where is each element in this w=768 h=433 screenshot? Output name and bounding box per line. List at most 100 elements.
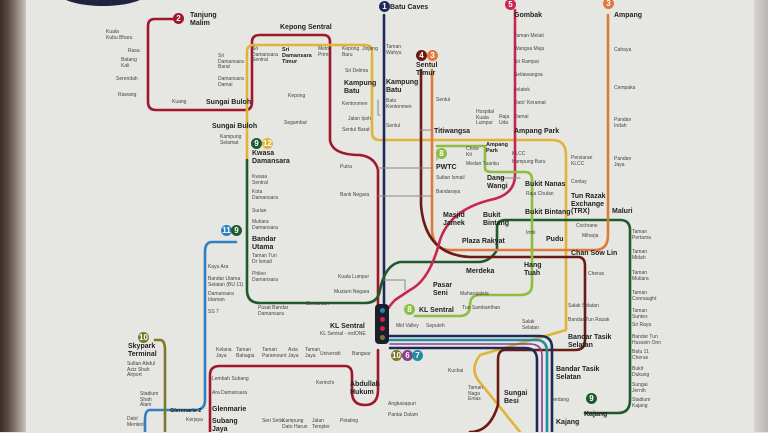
station-label: Tun Sambanthan <box>462 305 501 311</box>
station-label: Taman Suntex <box>632 308 648 320</box>
station-label: Setiawangsa <box>514 72 543 78</box>
station-label: Bukit Dukung <box>632 366 650 378</box>
station-label: KL Sentral <box>419 307 454 314</box>
station-label: Kuala Kubu Bharu <box>106 29 133 41</box>
station-label: Kerjaya <box>186 417 203 423</box>
station-label: Pusat Bandar Damansara <box>258 305 289 317</box>
station-label: Kepong Baru <box>342 46 360 58</box>
station-label: Subang Jaya <box>212 418 238 433</box>
station-label: Pudu <box>546 236 564 243</box>
station-label: Pandan Jaya <box>614 156 632 168</box>
station-label: Taman Mutiara <box>632 270 649 282</box>
station-label: Taman Wahyu <box>386 44 402 56</box>
station-label: Bukit Bintang <box>483 212 510 227</box>
line-10-path <box>153 338 167 432</box>
sign-frame-right <box>754 0 768 432</box>
station-label: Kampung Dato Harun <box>282 418 308 430</box>
line-badge-9: 9 <box>251 138 262 149</box>
station-label: Medan Tuanku <box>466 161 500 167</box>
station-label: Asia Jaya <box>288 347 299 359</box>
station-label: Titiwangsa <box>434 128 471 135</box>
station-label: Cahaya <box>614 47 632 53</box>
station-label: Lembah Subang <box>212 376 249 382</box>
station-label: Sultan Ismail <box>436 175 465 181</box>
station-label: Miharja <box>582 233 599 239</box>
station-label: Pasar Seni <box>433 282 453 297</box>
line-1-south-path <box>388 334 554 432</box>
station-label: Stadium Shah Alam <box>140 391 159 409</box>
station-label: SS 7 <box>208 309 219 315</box>
station-label: Putra <box>340 164 352 170</box>
station-label: Kerinchi <box>316 380 335 386</box>
station-label: Jinjang <box>362 46 378 52</box>
station-label: Taman Paramount <box>262 347 287 359</box>
station-label: Sri Damansara Barat <box>218 53 244 71</box>
station-label: Sentul <box>436 97 451 103</box>
station-label: Bukit Bintang <box>525 209 571 216</box>
station-label: Kayu Ara <box>208 264 229 270</box>
station-label: Kajang <box>584 411 608 418</box>
line-badge-10: 10 <box>391 350 402 361</box>
station-label: Taman Tun Dr Ismail <box>252 253 277 265</box>
line-badge-4: 4 <box>416 50 427 61</box>
station-label: Kajang <box>556 419 580 426</box>
station-label: Taman Bahagia <box>236 347 255 359</box>
station-label: Ampang <box>614 12 642 19</box>
sign-frame-left <box>0 0 26 432</box>
station-label: Chan Sow Lin <box>571 250 618 257</box>
station-label: Taman Connaught <box>632 290 657 302</box>
station-label: Sungai Besi <box>504 390 528 405</box>
station-label: Sri Damansara Timur <box>282 47 312 66</box>
line-badge-11: 11 <box>221 225 232 236</box>
station-label: Surian <box>252 208 267 214</box>
station-label: Dato' Keramat <box>514 100 546 106</box>
station-label: Kwasa Damansara <box>252 150 290 165</box>
station-label: Conlay <box>571 179 587 185</box>
station-label: Metro Prima <box>318 46 332 58</box>
station-label: Masjid Jamek <box>443 212 465 227</box>
station-label: Imbi <box>526 230 536 236</box>
station-label: Bandar Utama <box>252 236 277 251</box>
station-label: Phileo Damansara <box>252 271 278 283</box>
station-label: Muzium Negara <box>334 289 370 295</box>
line-12-path <box>245 43 568 432</box>
line-8-path <box>413 144 534 318</box>
station-label: PWTC <box>436 164 457 171</box>
station-label: Cochrane <box>576 223 598 229</box>
station-label: Batu 11 Cheras <box>632 349 649 361</box>
station-label: Ampang Park <box>514 128 560 135</box>
station-label: Chow Kit <box>466 146 479 158</box>
station-label: Sungai Jernih <box>632 382 648 394</box>
station-label: Kota Damansara <box>252 189 278 201</box>
station-label: Maharajalela <box>460 291 489 297</box>
station-label: Glenmarie <box>212 406 247 413</box>
station-label: Merdeka <box>466 268 495 275</box>
line-6-path <box>389 343 543 432</box>
line-badge-6: 6 <box>402 350 413 361</box>
station-label: Ampang Park <box>486 142 508 155</box>
station-label: KL Sentral <box>330 323 365 330</box>
station-label: Mid Valley <box>396 323 419 329</box>
station-label: Raja Uda <box>499 114 510 126</box>
station-label: Taman Melati <box>514 33 544 39</box>
station-label: Taman Jaya <box>305 347 321 359</box>
station-label: Serdang <box>550 397 569 403</box>
station-label: Sri Raya <box>632 322 652 328</box>
line-1-south2-path <box>388 346 539 432</box>
station-label: Damansara Damai <box>218 76 244 88</box>
station-label: Rasa <box>128 48 140 54</box>
station-label: Batu Kentonmen <box>386 98 412 110</box>
station-label: Sentul Timur <box>416 62 438 77</box>
station-label: Bandar Tun Razak <box>568 317 610 323</box>
line-7-path <box>388 338 549 432</box>
station-label: Sultan Abdul Aziz Shah Airport <box>127 361 156 379</box>
station-label: Serendah <box>116 76 138 82</box>
station-label: Seri Setia <box>262 418 284 424</box>
line-5-path <box>378 8 517 327</box>
station-label: Taman Pertama <box>632 229 651 241</box>
station-label: Sentul Barat <box>342 127 370 133</box>
line-4-path <box>419 68 587 432</box>
station-label: Sri Rampai <box>514 59 539 65</box>
station-label: Jalan Ipoh <box>348 116 372 122</box>
station-label: Stadium Kajang <box>632 397 651 409</box>
